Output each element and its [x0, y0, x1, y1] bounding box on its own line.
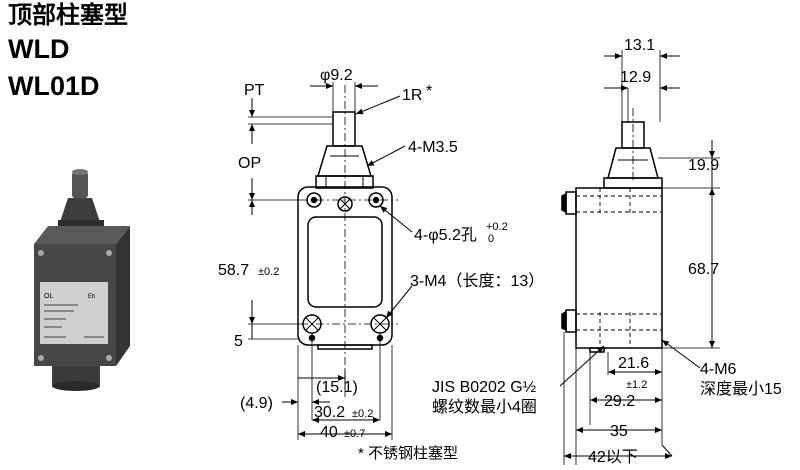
dim-hole-tol-dn: 0	[488, 233, 494, 245]
dim-phi-9-2: φ9.2	[320, 67, 353, 84]
side-extension-lines	[563, 50, 720, 465]
front-centerlines	[300, 85, 398, 400]
svg-text:Eh: Eh	[88, 294, 95, 300]
dim-29-2: 29.2	[604, 393, 635, 410]
dim-m6: 4-M6	[700, 361, 737, 378]
front-dimension-lines	[249, 83, 413, 437]
dim-5: 5	[234, 333, 243, 350]
dim-30-2: 30.2	[314, 404, 345, 421]
dim-35: 35	[610, 423, 628, 440]
side-dimension-lines	[564, 53, 715, 459]
dim-19-9: 19.9	[688, 157, 719, 174]
model-wl01d: WL01D	[8, 71, 100, 101]
dim-4-9: (4.9)	[240, 395, 273, 412]
dim-13-1: 13.1	[624, 37, 655, 54]
dim-hole: 4-φ5.2孔	[414, 226, 477, 244]
label-pt: PT	[244, 82, 265, 99]
jis-thread-turns: 螺纹数最小4圈	[432, 398, 537, 416]
side-hidden-lines	[576, 188, 662, 348]
title-cn: 顶部柱塞型	[8, 2, 128, 29]
dim-58-7: 58.7	[218, 262, 249, 279]
label-op: OP	[238, 155, 261, 172]
footnote: * 不锈钢柱塞型	[358, 444, 458, 462]
dim-m6-depth: 深度最小15	[700, 380, 782, 398]
dim-40: 40	[320, 424, 338, 441]
dim-68-7: 68.7	[688, 261, 719, 278]
dim-58-7-tol: ±0.2	[258, 266, 279, 278]
dim-1r: 1R	[402, 87, 422, 104]
dim-hole-tol-up: +0.2	[486, 221, 508, 233]
dim-21-6-tol: ±1.2	[626, 379, 647, 391]
dim-12-9: 12.9	[620, 69, 651, 86]
jis-thread: JIS B0202 G½	[432, 379, 536, 396]
dim-m4: 3-M4（长度：13）	[410, 272, 544, 290]
side-view	[561, 121, 663, 353]
svg-text:OL: OL	[44, 293, 53, 300]
header: 顶部柱塞型 WLD WL01D	[8, 4, 128, 110]
dim-40-tol: ±0.7	[344, 428, 365, 440]
dim-42: 42以下	[588, 449, 638, 466]
dim-15-1: (15.1)	[316, 379, 358, 396]
asterisk-mark: *	[426, 83, 432, 100]
dim-30-2-tol: ±0.2	[352, 408, 373, 420]
front-extension-lines	[248, 82, 393, 440]
dim-21-6: 21.6	[618, 355, 649, 372]
model-wld: WLD	[8, 34, 70, 64]
product-photo: OL Eh	[34, 169, 130, 391]
dim-m3-5: 4-M3.5	[408, 139, 458, 156]
